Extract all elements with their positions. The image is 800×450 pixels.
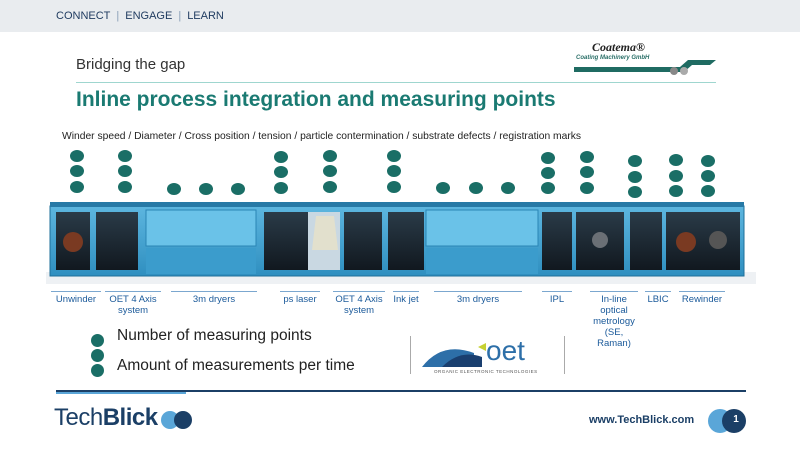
techblick-logo[interactable]: TechBlick <box>54 404 158 432</box>
station-label: Ink jet <box>393 294 419 305</box>
nav-connect[interactable]: CONNECT <box>56 10 111 22</box>
measuring-point-dot <box>701 155 715 167</box>
measuring-point-dot <box>323 150 337 162</box>
techblick-logo-bold: Blick <box>102 404 158 431</box>
station-label: 3m dryers <box>456 294 500 305</box>
station-label: OET 4 Axis system <box>335 294 383 316</box>
measuring-point-dot <box>199 183 213 195</box>
measuring-point-dot <box>274 166 288 178</box>
measuring-point-dot <box>541 167 555 179</box>
measuring-point-dot <box>387 150 401 162</box>
measuring-point-dot <box>541 152 555 164</box>
station-label: OET 4 Axis system <box>109 294 157 316</box>
techblick-logo-light: Tech <box>54 404 103 431</box>
footer-accent <box>56 392 186 394</box>
slide-title: Inline process integration and measuring… <box>76 88 556 111</box>
station-underline <box>333 291 385 292</box>
measuring-point-dot <box>628 186 642 198</box>
station-underline <box>105 291 161 292</box>
measuring-point-dot <box>118 181 132 193</box>
oet-logo: oet ORGANIC ELECTRONIC TECHNOLOGIES <box>412 335 566 375</box>
measured-parameters: Winder speed / Diameter / Cross position… <box>62 131 582 142</box>
station-label: In-line optical metrology (SE, Raman) <box>593 294 635 349</box>
measuring-point-dot <box>580 166 594 178</box>
measuring-point-dot <box>701 170 715 182</box>
logo-divider <box>564 336 565 374</box>
measuring-point-dot <box>118 165 132 177</box>
measuring-point-dot <box>501 182 515 194</box>
station-label: Unwinder <box>55 294 97 305</box>
measuring-point-dot <box>628 155 642 167</box>
measuring-point-dot <box>669 170 683 182</box>
nav-learn[interactable]: LEARN <box>187 10 224 22</box>
oet-logo-tagline: ORGANIC ELECTRONIC TECHNOLOGIES <box>434 369 538 374</box>
top-nav-bar <box>0 0 800 32</box>
measuring-point-dot <box>701 185 715 197</box>
station-underline <box>590 291 638 292</box>
measuring-point-dot <box>70 181 84 193</box>
station-underline <box>542 291 572 292</box>
station-underline <box>679 291 725 292</box>
station-underline <box>51 291 101 292</box>
measuring-point-dot <box>436 182 450 194</box>
legend-dot <box>91 364 104 377</box>
measuring-point-dot <box>580 182 594 194</box>
production-line-machine <box>46 202 756 284</box>
top-nav: CONNECT | ENGAGE | LEARN <box>56 10 224 22</box>
measuring-point-dot <box>580 151 594 163</box>
legend-dot <box>91 334 104 347</box>
measuring-point-dot <box>669 185 683 197</box>
measuring-point-dot <box>167 183 181 195</box>
coatema-logo-brand: Coatema® <box>592 40 645 54</box>
measuring-point-dot <box>469 182 483 194</box>
measuring-point-dot <box>70 165 84 177</box>
slide-subtitle: Bridging the gap <box>76 56 186 73</box>
measuring-point-dot <box>118 150 132 162</box>
footer-url[interactable]: www.TechBlick.com <box>589 414 695 426</box>
station-label: IPL <box>549 294 565 305</box>
nav-engage[interactable]: ENGAGE <box>125 10 173 22</box>
legend-measurements-per-time: Amount of measurements per time <box>117 357 355 374</box>
station-underline <box>645 291 671 292</box>
measuring-point-dot <box>628 171 642 183</box>
station-label: ps laser <box>283 294 317 305</box>
measuring-point-dot <box>323 181 337 193</box>
oet-wave-icon <box>422 343 486 367</box>
measuring-point-dot <box>387 181 401 193</box>
measuring-point-dot <box>323 165 337 177</box>
station-label: LBIC <box>647 294 669 305</box>
page-number: 1 <box>733 414 739 425</box>
page-badge-icon <box>708 409 746 433</box>
nav-separator: | <box>178 10 182 22</box>
station-underline <box>280 291 320 292</box>
legend-dot <box>91 349 104 362</box>
station-label: Rewinder <box>681 294 723 305</box>
station-label: 3m dryers <box>192 294 236 305</box>
station-underline <box>171 291 257 292</box>
measuring-point-dot <box>387 165 401 177</box>
techblick-circles-icon <box>161 411 192 429</box>
nav-separator: | <box>116 10 120 22</box>
footer-divider <box>56 390 746 392</box>
coatema-logo-tagline: Coating Machinery GmbH <box>576 55 650 61</box>
measuring-point-dot <box>669 154 683 166</box>
coatema-logo: Coatema® Coating Machinery GmbH <box>570 40 720 82</box>
legend-measuring-points: Number of measuring points <box>117 327 312 344</box>
measuring-point-dot <box>274 151 288 163</box>
measuring-point-dot <box>541 182 555 194</box>
title-divider <box>76 82 716 83</box>
station-underline <box>434 291 522 292</box>
measuring-point-dot <box>231 183 245 195</box>
measuring-point-dot <box>70 150 84 162</box>
measuring-point-dot <box>274 182 288 194</box>
logo-divider <box>410 336 411 374</box>
coatema-swoosh-icon <box>574 60 716 75</box>
oet-logo-name: oet <box>486 335 525 366</box>
station-underline <box>393 291 419 292</box>
